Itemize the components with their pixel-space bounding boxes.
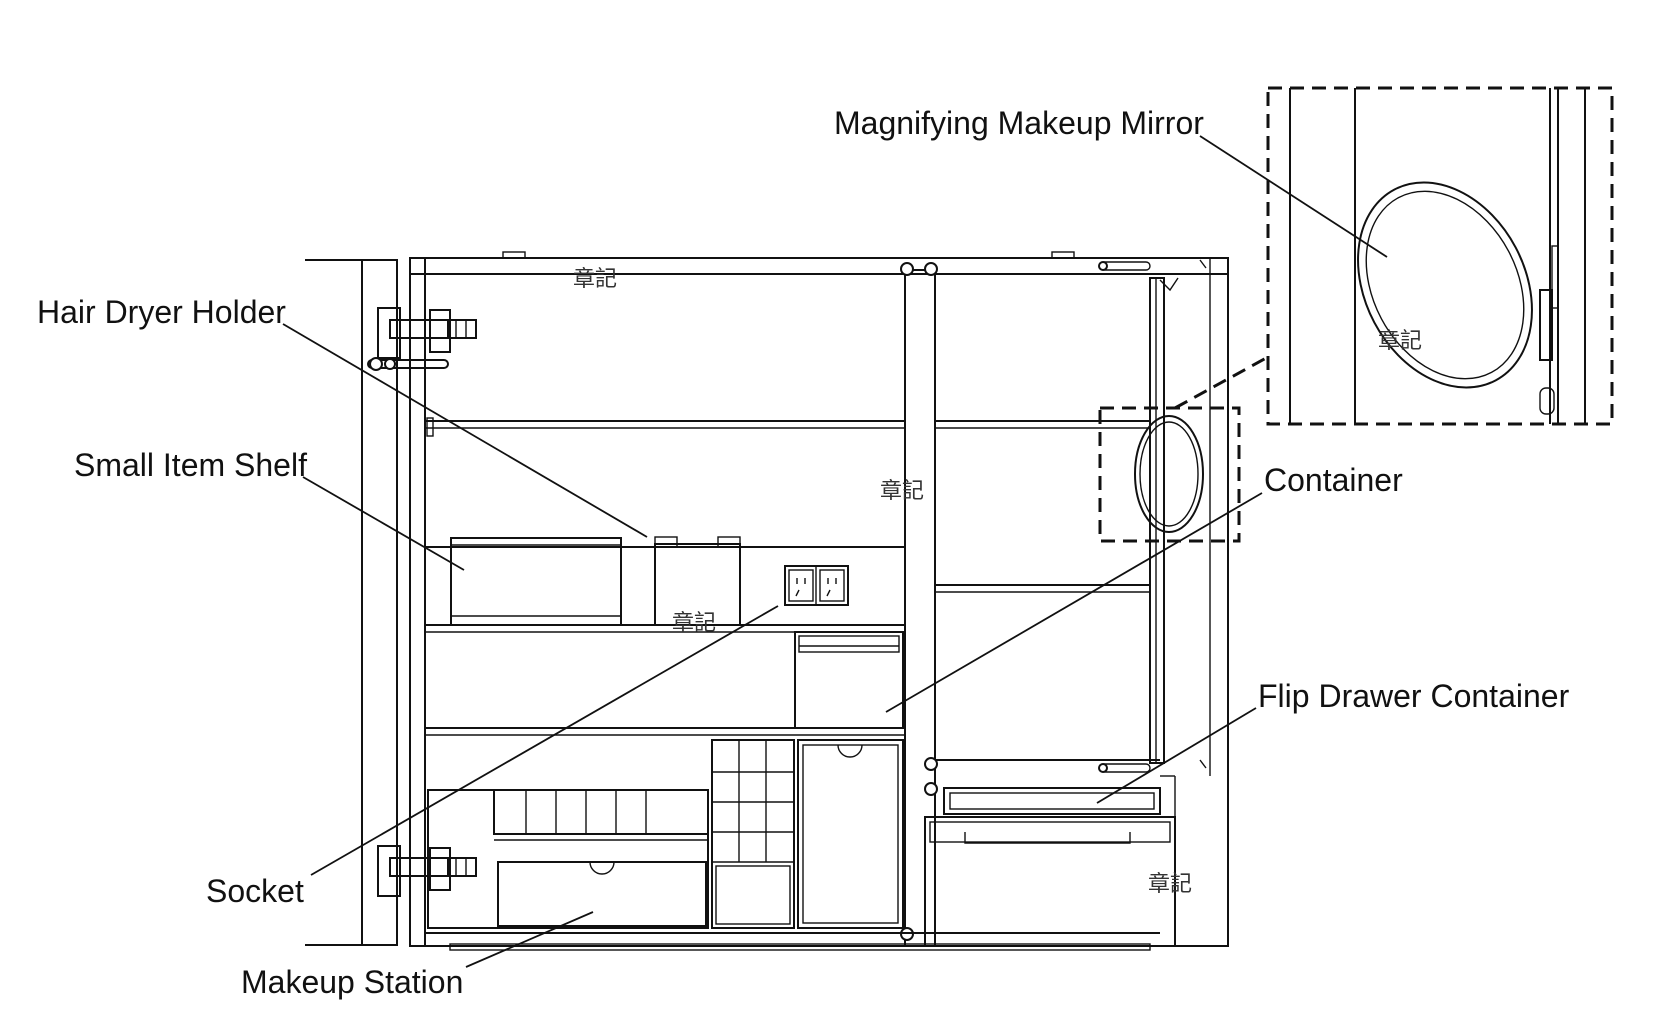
stamp-watermark: 章記 [573, 267, 617, 292]
stamp-watermark: 章記 [880, 479, 924, 504]
label-container: Container [1264, 462, 1403, 498]
left-bay-shelves [425, 417, 905, 736]
cabinet-frame [409, 251, 1229, 951]
makeup-station [427, 739, 904, 929]
label-socket: Socket [206, 873, 304, 909]
container-left [794, 631, 904, 729]
stamp-watermark: 章記 [672, 611, 716, 636]
magnifying-mirror-detail [1266, 86, 1614, 426]
lower-hinge [377, 845, 477, 897]
stamp-watermark: 章記 [1378, 329, 1422, 354]
left-wall-panel [305, 259, 398, 946]
flip-drawer-container [924, 775, 1176, 947]
right-bay [935, 259, 1207, 773]
label-small-item-shelf: Small Item Shelf [74, 447, 307, 483]
label-flip-drawer-container: Flip Drawer Container [1258, 678, 1570, 714]
hair-dryer-holder [654, 536, 741, 626]
label-magnifying-mirror: Magnifying Makeup Mirror [834, 105, 1204, 141]
socket [784, 565, 849, 606]
upper-hinge [367, 307, 477, 371]
label-makeup-station: Makeup Station [241, 964, 463, 1000]
leader-lines [282, 135, 1388, 968]
stamp-watermark: 章記 [1148, 872, 1192, 897]
magnifying-mirror-small [1098, 355, 1269, 543]
label-hair-dryer-holder: Hair Dryer Holder [37, 294, 286, 330]
small-item-shelf [450, 537, 622, 626]
